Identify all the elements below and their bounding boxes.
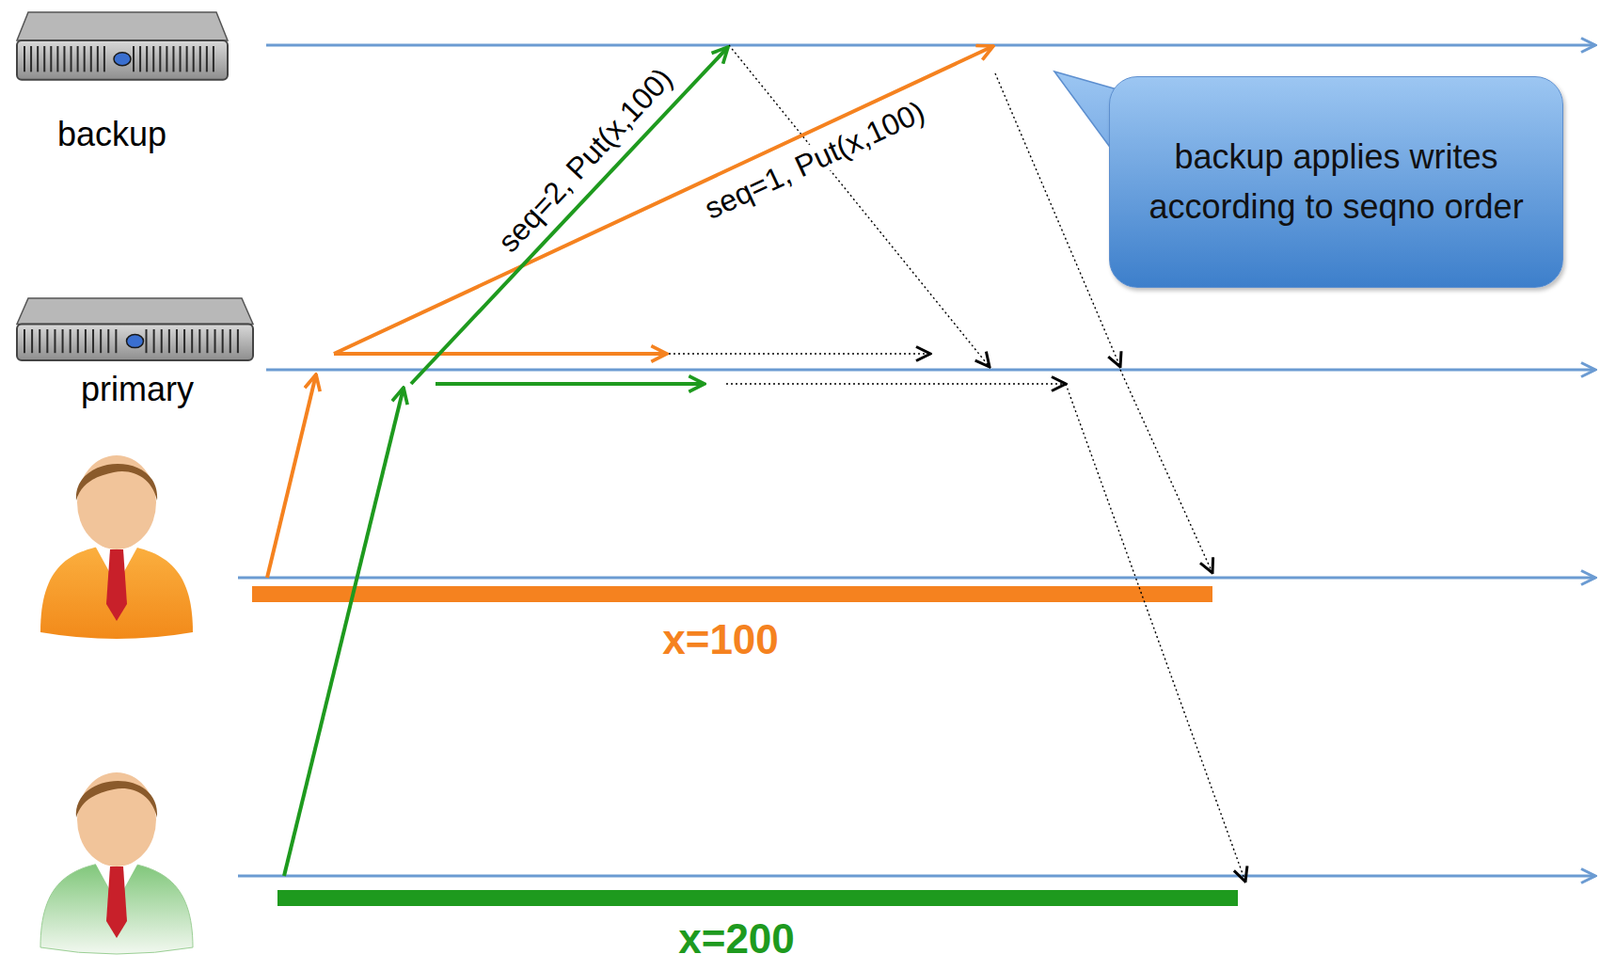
message-label: seq=1, Put(x,100) [697, 94, 933, 226]
server-node: backup [15, 10, 230, 82]
callout-text: backup applies writes according to seqno… [1132, 132, 1540, 231]
server-name: primary [80, 369, 194, 410]
request-arrow [284, 47, 729, 876]
server-node: primary [15, 296, 255, 363]
server-icon [15, 10, 230, 82]
message-label: seq=2, Put(x,100) [490, 60, 681, 261]
server-name: backup [57, 114, 167, 155]
client-icon [40, 455, 193, 639]
result-label: x=100 [662, 618, 779, 661]
timeline [237, 45, 1596, 876]
callout-bubble: backup applies writes according to seqno… [1108, 76, 1564, 288]
client-icon [40, 772, 193, 954]
result-label: x=200 [678, 918, 795, 960]
duration-bar [277, 889, 1238, 906]
server-icon [15, 296, 255, 363]
duration-bar [252, 586, 1213, 602]
